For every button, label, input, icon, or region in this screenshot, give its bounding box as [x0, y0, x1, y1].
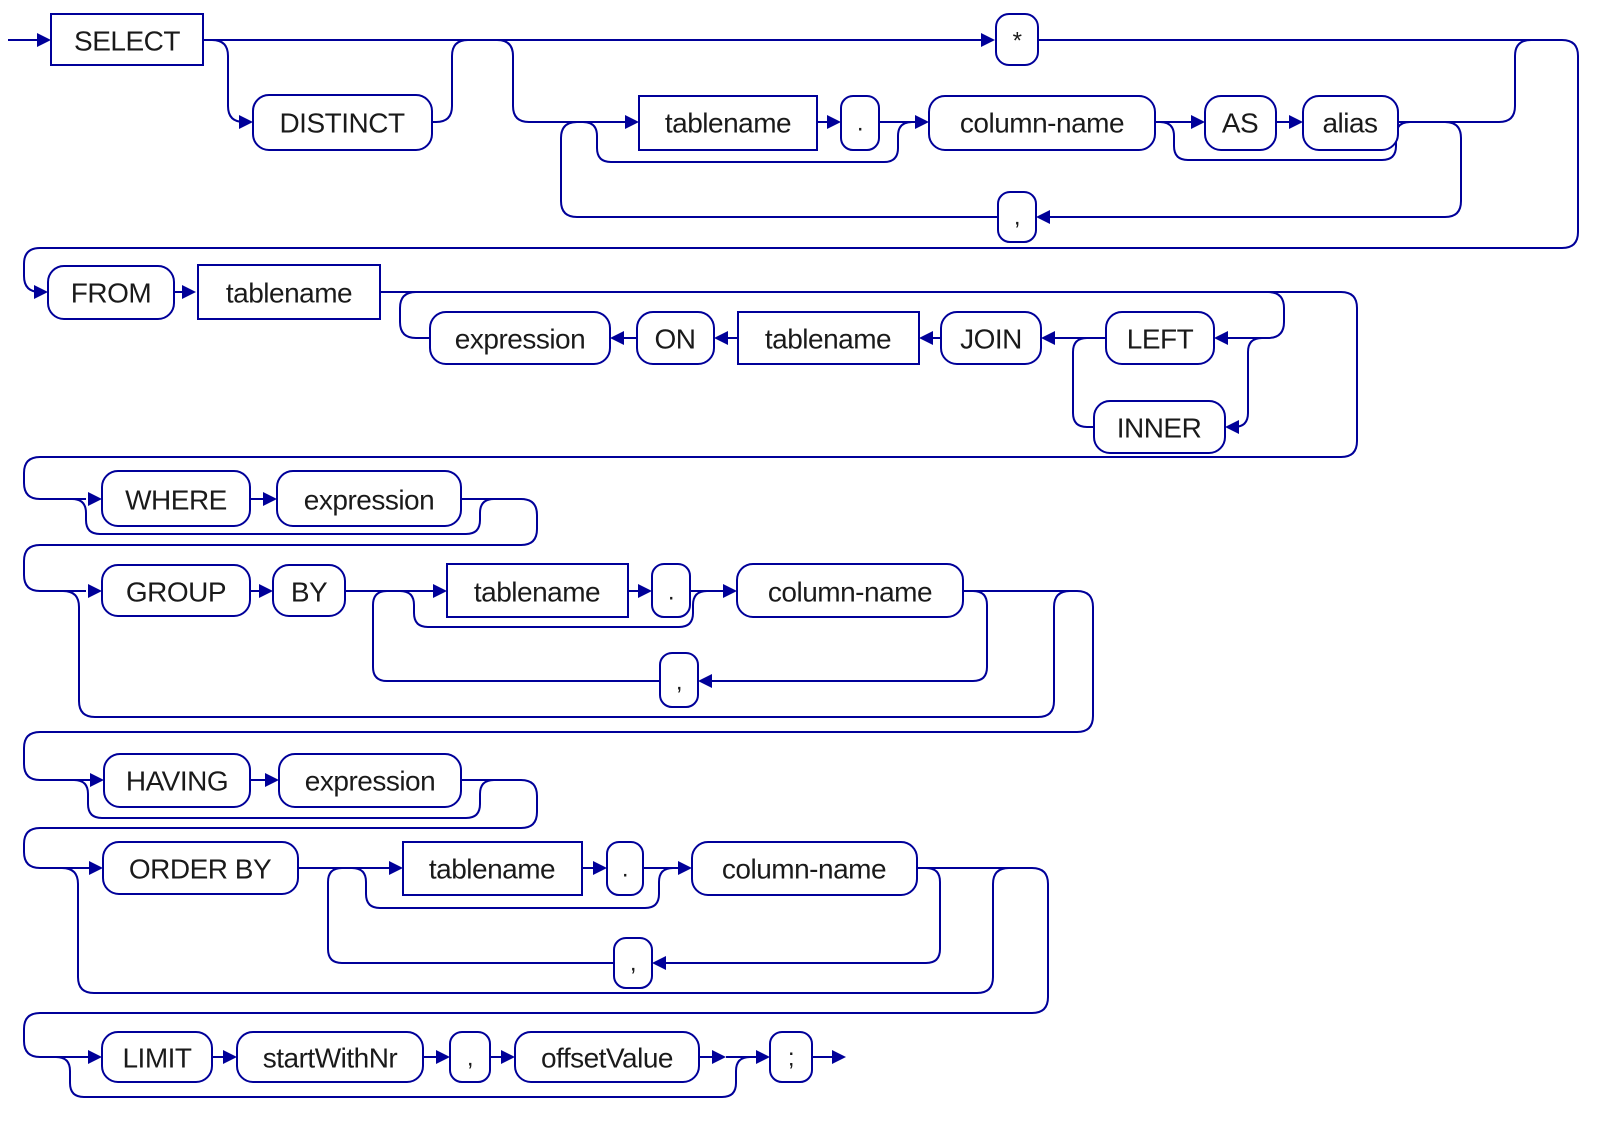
arrows-from-clause — [34, 285, 1239, 434]
node-on: ON — [636, 311, 715, 365]
node-as: AS — [1204, 95, 1277, 151]
node-by-label: BY — [291, 577, 328, 608]
node-dot-group-label: . — [668, 579, 674, 606]
node-where: WHERE — [101, 470, 251, 527]
wires-select-clause — [8, 39, 1579, 293]
node-on-label: ON — [655, 324, 696, 355]
node-offsetvalue: offsetValue — [514, 1031, 700, 1083]
node-join-label: JOIN — [960, 324, 1022, 355]
node-tablename-group-label: tablename — [474, 577, 600, 608]
node-column-name-select-label: column-name — [960, 108, 1124, 139]
node-comma-order-label: , — [630, 950, 636, 977]
node-comma-limit: , — [449, 1031, 491, 1083]
node-tablename-order: tablename — [402, 841, 583, 896]
node-expression-join: expression — [429, 311, 611, 365]
node-where-label: WHERE — [125, 485, 227, 516]
node-distinct-label: DISTINCT — [279, 108, 405, 139]
arrows-where-clause — [88, 492, 277, 598]
node-comma-select-label: , — [1014, 204, 1020, 231]
node-column-name-select: column-name — [928, 95, 1156, 151]
node-order-by: ORDER BY — [102, 841, 299, 895]
node-tablename-from: tablename — [197, 264, 381, 320]
node-semicolon-label: ; — [788, 1045, 794, 1072]
node-column-name-group: column-name — [736, 563, 964, 618]
node-dot-group: . — [651, 563, 691, 618]
node-offsetvalue-label: offsetValue — [541, 1043, 673, 1074]
node-expression-where-label: expression — [304, 485, 434, 516]
node-tablename-group: tablename — [446, 563, 629, 618]
node-select-label: SELECT — [74, 26, 180, 57]
node-comma-group: , — [659, 652, 699, 708]
node-dot-select: . — [840, 95, 880, 151]
node-startwithnr: startWithNr — [236, 1031, 424, 1083]
node-inner: INNER — [1093, 400, 1226, 454]
arrows-order-by-clause — [88, 861, 692, 1064]
arrows-limit-clause — [223, 1050, 846, 1064]
node-startwithnr-label: startWithNr — [263, 1043, 398, 1074]
node-column-name-group-label: column-name — [768, 577, 932, 608]
arrows-having-clause — [89, 773, 279, 875]
wires-where-clause — [23, 498, 538, 592]
node-expression-where: expression — [276, 470, 462, 527]
node-select: SELECT — [50, 13, 204, 66]
node-group: GROUP — [101, 564, 251, 617]
node-tablename-join-label: tablename — [765, 324, 891, 355]
node-expression-join-label: expression — [455, 324, 585, 355]
node-tablename-select-label: tablename — [665, 108, 791, 139]
node-star: * — [995, 13, 1039, 66]
node-from-label: FROM — [71, 278, 151, 309]
node-comma-limit-label: , — [467, 1045, 473, 1072]
node-tablename-from-label: tablename — [226, 278, 352, 309]
node-as-label: AS — [1222, 108, 1258, 139]
node-expression-having: expression — [278, 753, 462, 808]
node-left-label: LEFT — [1127, 324, 1194, 355]
node-semicolon: ; — [769, 1031, 813, 1083]
wires-order-by-clause — [23, 867, 1049, 1058]
node-left: LEFT — [1105, 311, 1215, 365]
node-having: HAVING — [103, 753, 251, 808]
wires-having-clause — [23, 779, 538, 869]
node-limit-label: LIMIT — [122, 1043, 191, 1074]
node-tablename-select: tablename — [638, 95, 818, 151]
node-from: FROM — [47, 265, 175, 320]
node-column-name-order-label: column-name — [722, 854, 886, 885]
arrows-group-by-clause — [259, 584, 737, 688]
node-tablename-order-label: tablename — [429, 854, 555, 885]
node-comma-group-label: , — [676, 669, 682, 696]
node-alias-label: alias — [1322, 108, 1377, 139]
node-tablename-join: tablename — [737, 311, 920, 365]
node-inner-label: INNER — [1117, 413, 1202, 444]
node-star-label: * — [1013, 28, 1022, 55]
node-group-label: GROUP — [126, 577, 226, 608]
node-distinct: DISTINCT — [252, 94, 433, 151]
node-by: BY — [272, 564, 346, 617]
node-column-name-order: column-name — [691, 841, 918, 896]
node-limit: LIMIT — [101, 1031, 213, 1083]
wires-group-by-clause — [23, 590, 1094, 781]
node-comma-select: , — [997, 191, 1037, 243]
node-join: JOIN — [940, 311, 1042, 365]
node-order-by-label: ORDER BY — [129, 854, 272, 885]
node-alias: alias — [1302, 95, 1399, 151]
wires-limit-clause — [55, 1056, 832, 1098]
node-comma-order: , — [613, 937, 653, 989]
node-dot-order-label: . — [622, 856, 628, 883]
wires-from-clause — [23, 291, 1358, 500]
node-dot-order: . — [606, 841, 644, 896]
node-dot-select-label: . — [857, 110, 863, 137]
arrows-select-clause — [37, 33, 1303, 224]
node-expression-having-label: expression — [305, 766, 435, 797]
node-having-label: HAVING — [126, 766, 228, 797]
